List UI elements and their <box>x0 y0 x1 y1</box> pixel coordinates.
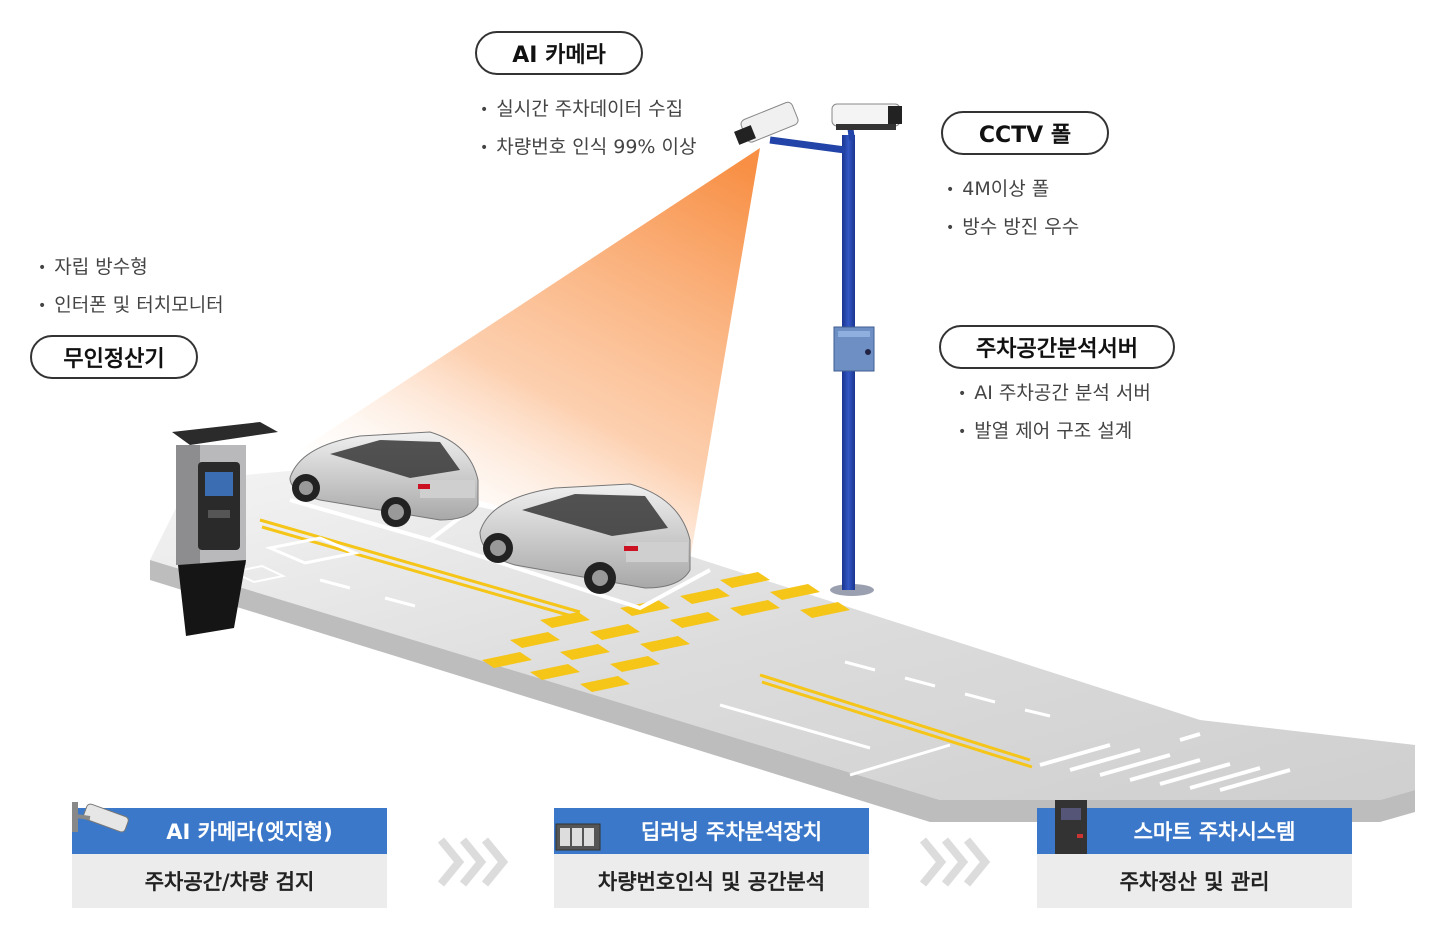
flow-arrow-icon <box>919 837 991 887</box>
cctv-pole-feature: 방수 방진 우수 <box>946 208 1079 246</box>
cctv-pole-feature: 4M이상 폴 <box>946 170 1079 208</box>
parked-car-1 <box>289 431 479 527</box>
road <box>150 470 1415 822</box>
flow-step-desc: 주차정산 및 관리 <box>1037 854 1352 908</box>
analysis-server-label: 주차공간분석서버 <box>939 325 1175 369</box>
kiosk-feature: 인터폰 및 터치모니터 <box>38 286 223 324</box>
flow-step-ai-camera: AI 카메라(엣지형) 주차공간/차량 검지 <box>72 802 387 908</box>
analysis-server-features: AI 주차공간 분석 서버 발열 제어 구조 설계 <box>958 374 1151 450</box>
flow-step-desc: 주차공간/차량 검지 <box>72 854 387 908</box>
ai-camera-features: 실시간 주차데이터 수집 차량번호 인식 99% 이상 <box>480 90 696 166</box>
cctv-camera-left <box>734 101 799 145</box>
ai-camera-feature: 실시간 주차데이터 수집 <box>480 90 696 128</box>
analysis-server-feature: 발열 제어 구조 설계 <box>958 412 1151 450</box>
flow-step-desc: 차량번호인식 및 공간분석 <box>554 854 869 908</box>
ai-camera-feature: 차량번호 인식 99% 이상 <box>480 128 696 166</box>
ai-camera-label: AI 카메라 <box>475 31 643 75</box>
flow-step-deep-learning: 딥러닝 주차분석장치 차량번호인식 및 공간분석 <box>554 808 869 908</box>
flow-arrow-icon <box>437 837 509 887</box>
payment-kiosk <box>172 422 278 636</box>
kiosk-features: 자립 방수형 인터폰 및 터치모니터 <box>38 248 224 324</box>
flow-step-smart-parking: 스마트 주차시스템 주차정산 및 관리 <box>1037 800 1352 908</box>
kiosk-icon <box>1055 800 1087 854</box>
analysis-server-feature: AI 주차공간 분석 서버 <box>958 374 1151 412</box>
cctv-camera-right <box>831 103 902 130</box>
cctv-camera-icon <box>72 802 129 833</box>
flow-step-title: 딥러닝 주차분석장치 <box>554 808 869 854</box>
cctv-pole-features: 4M이상 폴 방수 방진 우수 <box>946 170 1079 246</box>
flow-step-title: 스마트 주차시스템 <box>1037 808 1352 854</box>
kiosk-label: 무인정산기 <box>30 335 198 379</box>
cctv-pole-label: CCTV 폴 <box>941 111 1109 155</box>
parked-car-2 <box>479 483 691 594</box>
kiosk-feature: 자립 방수형 <box>38 248 224 286</box>
server-rack-icon <box>555 823 601 851</box>
cctv-pole <box>734 101 902 596</box>
